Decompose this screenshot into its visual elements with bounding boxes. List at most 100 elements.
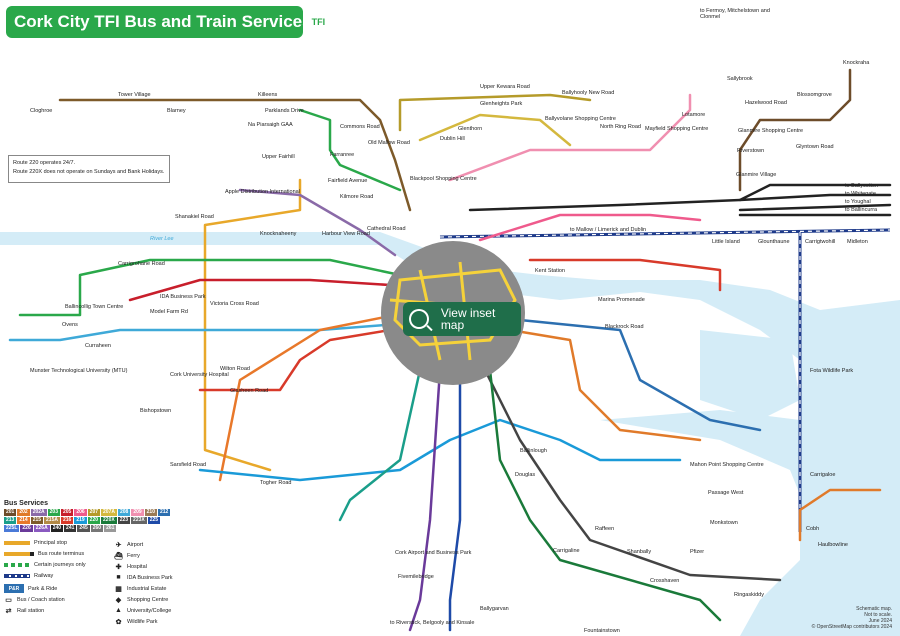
service-chip-240: 240 xyxy=(50,525,64,532)
legend-item-label: Wildlife Park xyxy=(127,618,158,625)
destination-youghal: to Youghal xyxy=(845,199,871,205)
place-label: Sallybrook xyxy=(727,76,753,82)
place-label: Old Mallow Road xyxy=(368,140,410,146)
tfi-logo: TFI TRANSPORT FOR IRELAND xyxy=(311,9,360,35)
footer-line-2: Not to scale. xyxy=(864,612,892,618)
inset-button-label: View inset map xyxy=(440,306,496,332)
tfi-logo-text: TRANSPORT FOR IRELAND xyxy=(327,13,359,30)
place-label: Killeens xyxy=(258,92,278,98)
route-202a xyxy=(238,188,397,257)
river-label: River Lee xyxy=(150,236,174,242)
legend-item-label: Bus / Coach station xyxy=(17,596,65,603)
place-label: Upper Kewara Road xyxy=(480,84,530,90)
place-label: Ballyvolane Shopping Centre xyxy=(545,116,616,122)
place-label: Hazelwood Road xyxy=(745,100,787,106)
legend-item-label: Principal stop xyxy=(34,540,68,546)
rail-station-icon: ⇄ xyxy=(5,607,12,615)
legend-item-label: Park & Ride xyxy=(28,585,58,592)
place-label: Kent Station xyxy=(535,268,565,274)
route-205 xyxy=(128,278,392,302)
hospital-icon: ✚ xyxy=(115,563,122,571)
route-213 xyxy=(338,368,422,522)
place-label: Haulbowline xyxy=(818,542,848,548)
legend-item-industrial: ▦Industrial Estate xyxy=(114,584,166,593)
route-220x xyxy=(488,368,722,622)
place-label: Passage West xyxy=(708,490,744,496)
place-label: Ballinlough xyxy=(520,448,547,454)
map-footer: Schematic map. Not to scale. June 2024 ©… xyxy=(812,606,892,630)
place-label: Monkstown xyxy=(710,520,738,526)
place-label: Blarney xyxy=(167,108,186,114)
view-inset-map-button[interactable]: View inset map xyxy=(403,302,521,336)
place-label: Douglas xyxy=(515,472,535,478)
footer-copyright: © OpenStreetMap contributors 2024 xyxy=(811,624,892,630)
service-chip-206: 206 xyxy=(74,509,87,516)
route-209 xyxy=(448,93,692,182)
industrial-icon: ▦ xyxy=(115,585,122,593)
service-chip-207: 207 xyxy=(87,509,101,516)
ferry-icon: ⛴ xyxy=(114,552,123,560)
railway-icon xyxy=(4,574,30,578)
service-chip-245: 245 xyxy=(77,525,90,532)
service-chip-226a: 226A xyxy=(33,525,50,532)
route-216 xyxy=(198,328,392,392)
place-label: Glounthaune xyxy=(758,239,790,245)
route-201 xyxy=(203,178,302,472)
route-215 xyxy=(58,98,412,212)
place-label: Na Piarsaigh GAA xyxy=(248,122,293,128)
university-icon: ▲ xyxy=(115,607,122,614)
place-label: Marina Promenade xyxy=(598,297,645,303)
place-label: Ringaskiddy xyxy=(734,592,764,598)
destination-riverstick: to Riverstick, Belgooly and Kinsale xyxy=(390,620,475,626)
place-label: Apple Distribution International xyxy=(225,189,300,195)
service-chip-205: 205 xyxy=(60,509,74,516)
service-chip-213: 213 xyxy=(4,517,17,524)
legend-item-bus-station: ▭Bus / Coach station xyxy=(4,595,65,604)
route-226-cobh xyxy=(798,488,882,542)
route-207a xyxy=(418,113,572,147)
legend-title: Bus Services xyxy=(4,500,48,507)
terminus-icon xyxy=(4,552,34,556)
shopping-icon: ◆ xyxy=(115,596,122,604)
page-title: Cork City TFI Bus and Train Services xyxy=(14,12,312,31)
wildlife-icon: ✿ xyxy=(115,618,122,626)
route-203 xyxy=(298,108,402,192)
place-label: Cloghroe xyxy=(30,108,52,114)
place-label: Ballincollig Town Centre xyxy=(65,304,123,310)
place-label: Sarsfield Road xyxy=(170,462,206,468)
service-chip-215: 215 xyxy=(30,517,44,524)
footer-line-3: June 2024 xyxy=(868,618,892,624)
route-31 xyxy=(738,68,852,192)
service-chip-219: 219 xyxy=(74,517,87,524)
place-label: Raffeen xyxy=(595,526,614,532)
place-label: Kilmore Road xyxy=(340,194,373,200)
place-label: Mayfield Shopping Centre xyxy=(645,126,708,132)
legend-item-rail-station: ⇄Rail station xyxy=(4,606,45,615)
legend-item-ferry: ⛴Ferry xyxy=(114,551,140,560)
place-label: Victoria Cross Road xyxy=(210,301,259,307)
note-line-2: Route 220X does not operate on Sundays a… xyxy=(13,169,165,175)
service-chip-209: 209 xyxy=(131,509,144,516)
route-207 xyxy=(398,93,592,132)
service-chip-203: 203 xyxy=(47,509,60,516)
magnifier-icon xyxy=(409,309,429,329)
place-label: Carrigaloe xyxy=(810,472,835,478)
place-label: Knocknaheeny xyxy=(260,231,297,237)
service-chip-207a: 207A xyxy=(101,509,117,516)
service-chip-226: 226 xyxy=(20,525,33,532)
route-219 xyxy=(198,418,682,482)
service-chip-202: 202 xyxy=(17,509,30,516)
airport-icon: ✈ xyxy=(115,541,122,549)
service-chip-201: 201 xyxy=(4,509,17,516)
legend-item-label: Certain journeys only xyxy=(34,562,86,568)
service-chip-260: 260 xyxy=(90,525,104,532)
service-chip-208: 208 xyxy=(117,509,131,516)
route-220 xyxy=(18,258,402,317)
route-226 xyxy=(408,368,442,632)
destination-whitegate: to Whitegate xyxy=(845,191,876,197)
place-label: Crosshaven xyxy=(650,578,679,584)
place-label: Curraheen xyxy=(85,343,111,349)
